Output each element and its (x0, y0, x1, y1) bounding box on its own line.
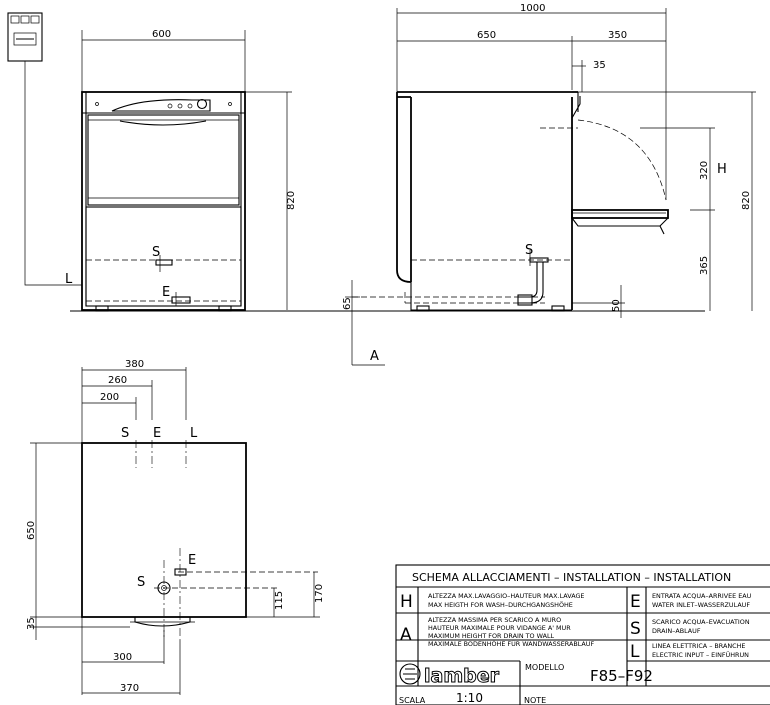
tb-h-line1: ALTEZZA MAX.LAVAGGIO–HAUTEUR MAX.LAVAGE (428, 592, 584, 600)
top-dim-380: 380 (125, 359, 144, 370)
top-dim-35: 35 (26, 617, 37, 630)
tb-s-line2: DRAIN–ABLAUF (652, 627, 701, 635)
tb-e-line1: ENTRATA ACQUA–ARRIVEE EAU (652, 592, 752, 600)
tb-letter-e: E (630, 592, 641, 612)
tb-note-label: NOTE (524, 696, 546, 705)
top-depth-dim: 650 (26, 521, 37, 540)
side-foot-dim: 50 (611, 299, 622, 312)
tb-model: F85–F92 (590, 667, 653, 685)
front-drain-symbol (155, 259, 173, 266)
top-view: 380 260 200 S E L S E 115 170 (26, 359, 325, 695)
tb-scala-label: SCALA (399, 696, 426, 705)
top-dim-200: 200 (100, 392, 119, 403)
panel-display (13, 32, 37, 46)
electrical-cable (24, 61, 82, 286)
brand-logo: lamber (424, 665, 500, 687)
side-label-a: A (370, 349, 379, 364)
tb-letter-l: L (630, 642, 640, 662)
front-body (81, 91, 246, 311)
side-drain-dim: 365 (699, 256, 710, 275)
top-label-s: S (121, 426, 129, 441)
tb-letter-s: S (630, 619, 641, 639)
side-h-dim: 320 (699, 161, 710, 180)
lamber-logo-icon (399, 663, 421, 685)
side-door-dim: 350 (608, 30, 627, 41)
tb-s-line1: SCARICO ACQUA–EVACUATION (652, 618, 750, 626)
top-door (134, 617, 191, 627)
side-height-dim: 820 (741, 191, 752, 210)
front-width-dim: 600 (152, 29, 171, 40)
front-height-dim: 820 (286, 191, 297, 210)
front-view: L 600 S E (7, 12, 297, 312)
open-door-shelf (571, 209, 669, 219)
top-label-e: E (153, 426, 161, 441)
side-gap-dim: 35 (593, 60, 606, 71)
control-panel (111, 99, 211, 112)
electrical-panel (7, 12, 43, 62)
panel-switch-2 (20, 15, 30, 24)
side-label-s: S (525, 243, 533, 258)
side-total-dim: 1000 (520, 3, 545, 14)
side-floor-dim: 65 (342, 297, 353, 310)
top-dim-260: 260 (108, 375, 127, 386)
tb-l-line2: ELECTRIC INPUT – EINFÜHRUN (652, 650, 749, 659)
side-view: 1000 650 350 35 S (342, 3, 756, 366)
front-label-e: E (162, 285, 170, 300)
top-dim-170: 170 (314, 584, 325, 603)
front-door (87, 114, 240, 206)
front-inlet-symbol (171, 296, 191, 304)
top-sym-s: S (137, 575, 145, 590)
panel-switch-3 (30, 15, 40, 24)
title-block: SCHEMA ALLACCIAMENTI – INSTALLATION – IN… (395, 564, 770, 705)
top-dim-115: 115 (274, 591, 285, 610)
tb-modello-label: MODELLO (525, 663, 564, 672)
tb-l-line1: LINEA ELETTRICA – BRANCHE (652, 642, 745, 650)
panel-switch-1 (10, 15, 20, 24)
tb-scale: 1:10 (456, 691, 483, 705)
tb-letter-a: A (400, 625, 412, 645)
tb-a-line4: MAXIMALE BODENHÖHE FÜR WANDWASSERABLAUF (428, 639, 594, 648)
tb-a-line2: HAUTEUR MAXIMALE POUR VIDANGE A' MUR (428, 624, 571, 632)
main-knob-icon (196, 98, 208, 110)
tb-h-line2: MAX HEIGTH FOR WASH–DURCHGANGSHÖHE (428, 600, 573, 609)
tb-a-line3: MAXIMUM HEIGHT FOR DRAIN TO WALL (428, 632, 555, 640)
side-body-dim: 650 (477, 30, 496, 41)
top-body (81, 442, 247, 618)
tb-header: SCHEMA ALLACCIAMENTI – INSTALLATION – IN… (412, 571, 731, 584)
side-h-label: H (717, 162, 727, 177)
tb-e-line2: WATER INLET–WASSERZULAUF (652, 601, 750, 609)
top-inlet-symbol (174, 568, 187, 576)
tb-letter-h: H (400, 592, 413, 612)
top-sym-e: E (188, 553, 196, 568)
front-label-s: S (152, 245, 160, 260)
tb-a-line1: ALTEZZA MASSIMA PER SCARICO A MURO (428, 616, 561, 624)
front-label-l: L (65, 272, 73, 287)
top-dim-370: 370 (120, 683, 139, 694)
top-dim-300: 300 (113, 652, 132, 663)
door-handle (119, 120, 207, 126)
top-label-l: L (190, 426, 198, 441)
